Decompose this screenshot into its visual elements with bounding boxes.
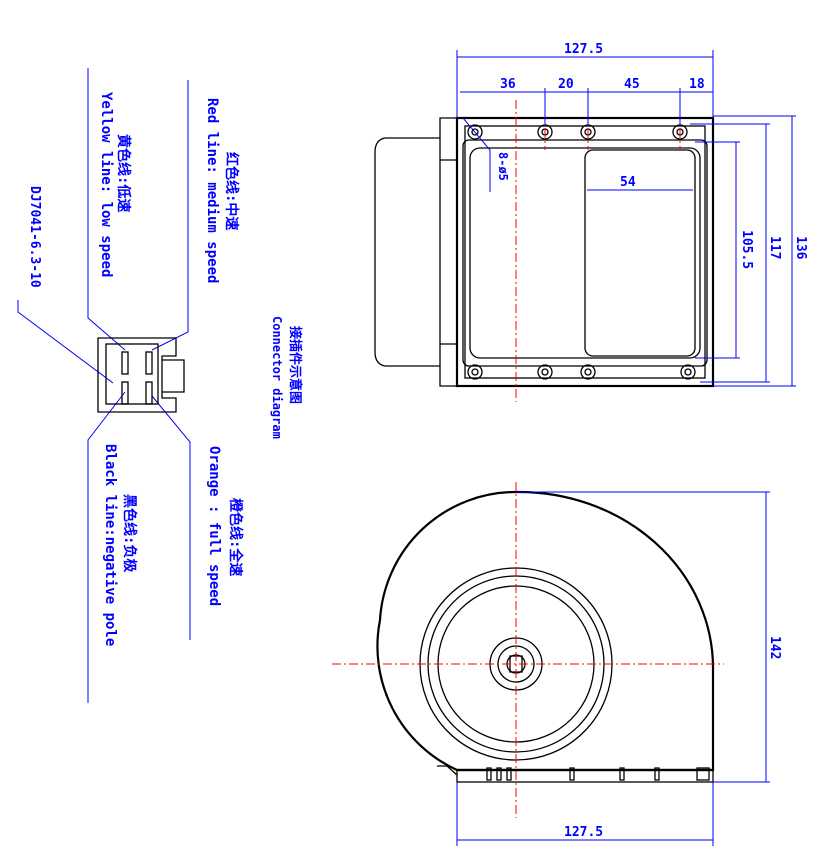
- pin-2: [145, 351, 153, 375]
- top-view: [374, 100, 715, 402]
- dim-overall-height: 136: [793, 236, 808, 260]
- dim-bottom-width: 127.5: [564, 825, 603, 840]
- base-flange: [456, 769, 714, 783]
- connector-title-en: Connector diagram: [270, 316, 284, 439]
- connector-latch: [162, 359, 185, 393]
- black-line-en: Black line:negative pole: [102, 444, 118, 647]
- outlet-window: [584, 149, 696, 357]
- orange-leader: [151, 395, 191, 640]
- base-clip-left: [437, 765, 458, 776]
- connector-title-cn: 接插件示意图: [287, 326, 302, 405]
- model-label: DJ7041-6.3-10: [27, 186, 42, 288]
- base-slots: [486, 767, 660, 781]
- connector-housing: [97, 337, 177, 413]
- connector-inner: [105, 343, 159, 405]
- dim-top-width: 127.5: [564, 42, 603, 57]
- base-clip-right: [696, 767, 710, 781]
- black-line-cn: 黑色线:负极: [121, 494, 137, 573]
- dim-18: 18: [689, 77, 705, 92]
- dim-bottom-height: 142: [767, 636, 782, 660]
- top-dimensions: 127.5 36 20 45 18 54: [456, 42, 796, 387]
- left-flange: [439, 117, 457, 387]
- pin-3: [121, 381, 129, 405]
- dim-hole: 8-ø5: [496, 152, 510, 181]
- motor-housing: [374, 137, 440, 367]
- black-leader: [87, 391, 126, 703]
- front-view: [332, 482, 724, 818]
- yellow-line-en: Yellow line: low speed: [98, 92, 114, 278]
- inner-plate: [469, 147, 701, 359]
- dim-window-height: 105.5: [739, 230, 754, 270]
- yellow-line-cn: 黄色线:低速: [115, 134, 131, 213]
- hole-leader: [462, 117, 491, 192]
- yellow-leader: [87, 68, 126, 351]
- orange-line-cn: 橙色线:全速: [227, 498, 243, 577]
- dim-45: 45: [624, 77, 640, 92]
- pin-1: [121, 351, 129, 375]
- top-body-outline: [455, 116, 715, 388]
- pin-4: [145, 381, 153, 405]
- connector-diagram: [17, 68, 191, 703]
- dim-36: 36: [500, 77, 516, 92]
- dim-hole-span: 117: [767, 236, 782, 260]
- orange-line-en: Orange : full speed: [206, 446, 222, 607]
- dim-window-width: 54: [620, 175, 636, 190]
- dim-20: 20: [558, 77, 574, 92]
- front-dimensions: 127.5: [456, 491, 770, 846]
- model-leader: [17, 300, 114, 384]
- red-leader: [151, 80, 189, 351]
- red-line-en: Red line: medium speed: [204, 98, 220, 284]
- red-line-cn: 红色线:中速: [223, 152, 239, 231]
- scroll-housing: [376, 490, 715, 772]
